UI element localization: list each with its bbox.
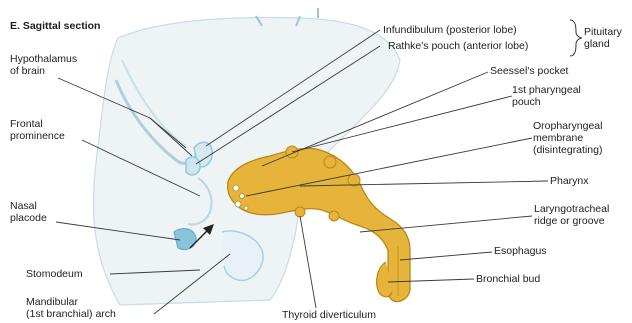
leader-thyroid [300, 216, 316, 308]
label-mandibular-arch: Mandibular (1st branchial) arch [26, 296, 116, 320]
label-stomodeum: Stomodeum [26, 268, 83, 280]
label-nasal-placode: Nasal placode [10, 200, 47, 224]
label-laryngotracheal: Laryngotracheal ridge or groove [534, 203, 609, 227]
pouch-bump-3 [348, 174, 360, 186]
label-thyroid-diverticulum: Thyroid diverticulum [282, 309, 376, 321]
pouch-bump-2 [324, 156, 336, 168]
label-oropharyngeal-membrane: Oropharyngeal membrane (disintegrating) [533, 120, 602, 156]
label-pharynx: Pharynx [550, 175, 589, 187]
nasal-placode-shape [174, 229, 196, 250]
label-seessels-pocket: Seessel's pocket [490, 65, 568, 77]
rathke-pouch-shape [186, 157, 200, 175]
label-first-pharyngeal-pouch: 1st pharyngeal pouch [512, 84, 581, 108]
pouch-bump-5 [329, 211, 339, 221]
label-rathke-pouch: Rathke's pouch (anterior lobe) [388, 40, 528, 52]
label-pituitary-gland: Pituitary gland [584, 26, 622, 50]
pituitary-brace [570, 20, 582, 56]
pouch-bump-4 [295, 207, 305, 217]
label-infundibulum: Infundibulum (posterior lobe) [383, 24, 517, 36]
label-bronchial-bud: Bronchial bud [476, 273, 540, 285]
label-esophagus: Esophagus [494, 245, 547, 257]
label-hypothalamus: Hypothalamus of brain [10, 53, 77, 77]
figure-title: E. Sagittal section [10, 20, 100, 32]
label-frontal-prominence: Frontal prominence [10, 118, 65, 142]
leader-esophagus [400, 252, 492, 260]
